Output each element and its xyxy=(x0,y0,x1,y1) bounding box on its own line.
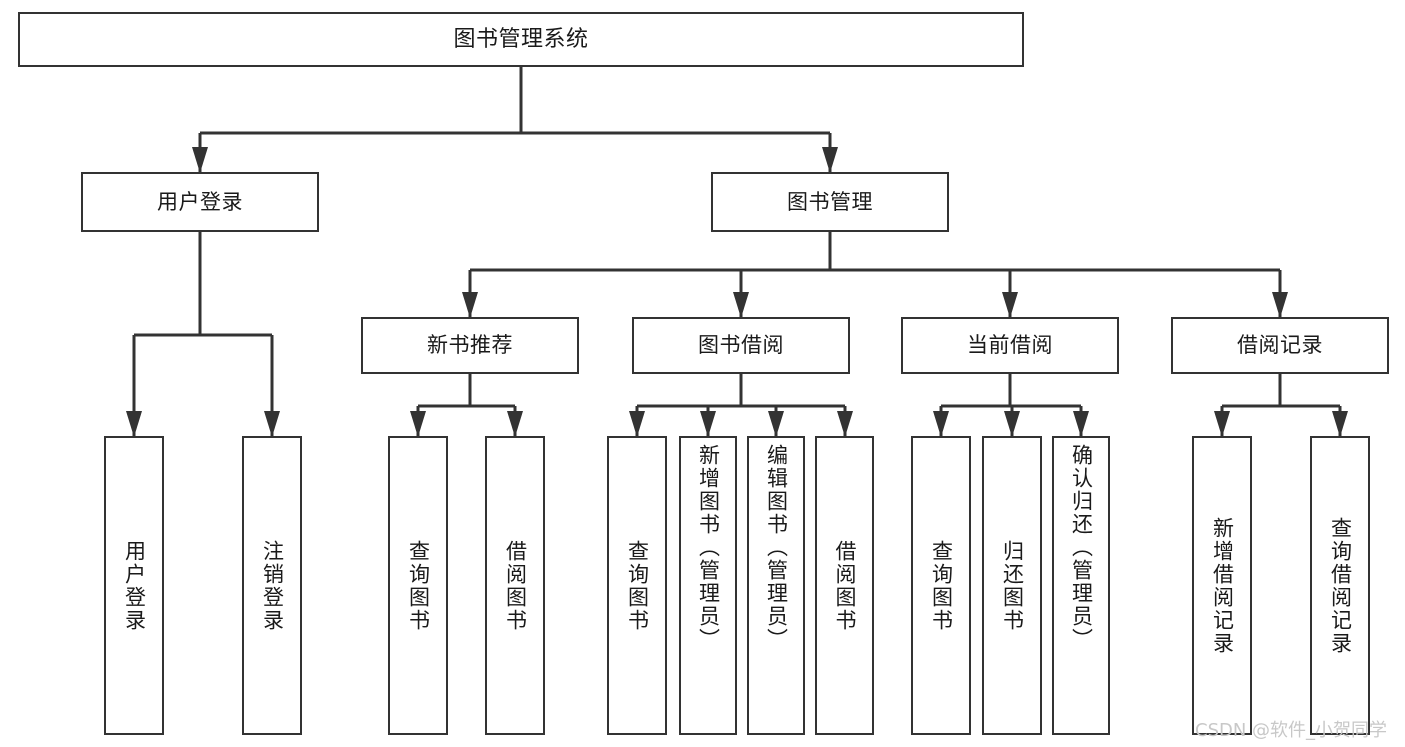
arrowhead-icon xyxy=(822,147,838,173)
node-label: 确认归还（管理员） xyxy=(1069,444,1094,651)
node-leaf-confirm-return[interactable]: 确认归还（管理员） xyxy=(1052,436,1110,735)
node-label: 当前借阅 xyxy=(967,333,1053,358)
node-book-borrow[interactable]: 图书借阅 xyxy=(632,317,850,374)
node-label: 图书借阅 xyxy=(698,333,784,358)
node-root-system[interactable]: 图书管理系统 xyxy=(18,12,1024,67)
arrowhead-icon xyxy=(1004,411,1020,437)
arrowhead-icon xyxy=(1272,292,1288,318)
node-user-login[interactable]: 用户登录 xyxy=(81,172,319,232)
arrowhead-icon xyxy=(192,147,208,173)
node-leaf-add-record[interactable]: 新增借阅记录 xyxy=(1192,436,1252,735)
arrowhead-icon xyxy=(507,411,523,437)
node-label: 编辑图书（管理员） xyxy=(764,444,789,651)
arrowhead-icon xyxy=(768,411,784,437)
csdn-watermark: CSDN @软件_小贺同学 xyxy=(1195,720,1388,741)
node-leaf-query-book-3[interactable]: 查询图书 xyxy=(911,436,971,735)
arrowhead-icon xyxy=(933,411,949,437)
node-new-book-rec[interactable]: 新书推荐 xyxy=(361,317,579,374)
node-label: 归还图书 xyxy=(1000,539,1025,632)
node-label: 注销登录 xyxy=(260,539,285,632)
node-current-borrow[interactable]: 当前借阅 xyxy=(901,317,1119,374)
node-label: 查询图书 xyxy=(929,539,954,632)
arrowhead-icon xyxy=(1073,411,1089,437)
arrowhead-icon xyxy=(1002,292,1018,318)
arrowhead-icon xyxy=(462,292,478,318)
node-label: 查询图书 xyxy=(625,539,650,632)
arrowhead-icon xyxy=(410,411,426,437)
node-book-manage[interactable]: 图书管理 xyxy=(711,172,949,232)
node-leaf-return-book[interactable]: 归还图书 xyxy=(982,436,1042,735)
node-leaf-borrow-book-1[interactable]: 借阅图书 xyxy=(485,436,545,735)
node-label: 图书管理 xyxy=(787,189,873,214)
node-label: 新增借阅记录 xyxy=(1210,516,1235,655)
node-label: 查询借阅记录 xyxy=(1328,516,1353,655)
node-label: 新书推荐 xyxy=(427,333,513,358)
node-leaf-query-book-2[interactable]: 查询图书 xyxy=(607,436,667,735)
node-label: 图书管理系统 xyxy=(453,26,589,52)
node-leaf-borrow-book-2[interactable]: 借阅图书 xyxy=(815,436,874,735)
arrowhead-icon xyxy=(1214,411,1230,437)
arrowhead-icon xyxy=(1332,411,1348,437)
node-label: 用户登录 xyxy=(157,189,243,214)
node-leaf-edit-book[interactable]: 编辑图书（管理员） xyxy=(747,436,805,735)
node-leaf-logout[interactable]: 注销登录 xyxy=(242,436,302,735)
node-label: 查询图书 xyxy=(406,539,431,632)
node-leaf-add-book[interactable]: 新增图书（管理员） xyxy=(679,436,737,735)
arrowhead-icon xyxy=(837,411,853,437)
arrowhead-icon xyxy=(733,292,749,318)
node-label: 借阅图书 xyxy=(503,539,528,632)
node-label: 用户登录 xyxy=(122,539,147,632)
arrowhead-icon xyxy=(126,411,142,437)
arrowhead-icon xyxy=(700,411,716,437)
node-leaf-query-book-1[interactable]: 查询图书 xyxy=(388,436,448,735)
node-label: 借阅图书 xyxy=(833,539,857,632)
node-label: 新增图书（管理员） xyxy=(696,444,721,651)
node-leaf-user-login[interactable]: 用户登录 xyxy=(104,436,164,735)
arrowhead-icon xyxy=(264,411,280,437)
arrowhead-icon xyxy=(629,411,645,437)
node-borrow-record[interactable]: 借阅记录 xyxy=(1171,317,1389,374)
node-label: 借阅记录 xyxy=(1237,333,1323,358)
node-leaf-query-record[interactable]: 查询借阅记录 xyxy=(1310,436,1370,735)
